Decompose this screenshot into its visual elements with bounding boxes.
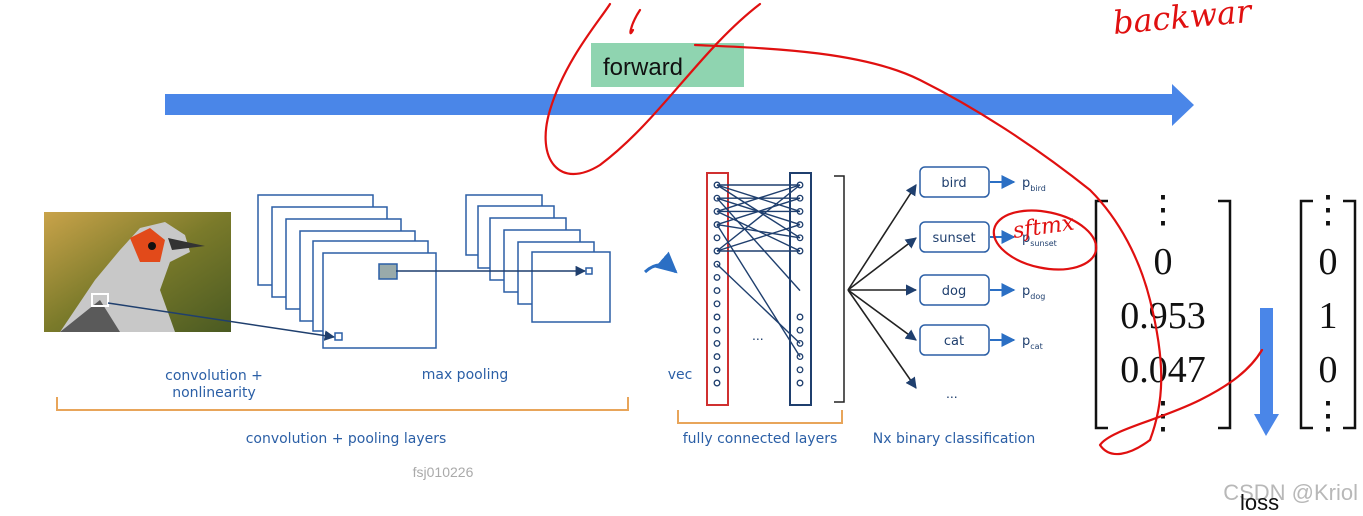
fc-node-input xyxy=(713,379,721,387)
conv-feature-maps xyxy=(257,194,437,349)
svg-text:0: 0 xyxy=(1319,241,1338,283)
class-box-dog: dog pdog xyxy=(919,274,1045,306)
fc-node-hidden xyxy=(796,313,804,321)
label-vec: vec xyxy=(668,367,693,383)
class-box-bird: bird pbird xyxy=(919,166,1046,198)
svg-text:pcat: pcat xyxy=(1022,334,1043,351)
author-mark: fsj010226 xyxy=(413,464,474,480)
target-vector: ⋮ 0 1 0 ⋮ xyxy=(1299,189,1357,437)
fc-node-hidden xyxy=(796,366,804,374)
svg-text:0.953: 0.953 xyxy=(1120,295,1206,337)
svg-text:sunset: sunset xyxy=(932,231,975,246)
fc-edge xyxy=(716,223,801,239)
svg-text:⋮: ⋮ xyxy=(1309,395,1347,437)
label-binary-classification: Nx binary classification xyxy=(873,431,1035,447)
bracket-conv-pool xyxy=(56,397,629,411)
fc-ellipsis: ... xyxy=(752,327,764,343)
watermark: CSDN @Kriol xyxy=(1223,480,1358,505)
fc-edge xyxy=(716,184,801,252)
fc-node-input xyxy=(713,273,721,281)
input-image xyxy=(44,212,231,332)
fc-node-hidden xyxy=(796,379,804,387)
fc-edge xyxy=(716,197,801,226)
handwritten-softmax: sftmx xyxy=(1011,211,1076,244)
fc-node-input xyxy=(713,339,721,347)
label-nonlinearity: nonlinearity xyxy=(172,385,256,401)
pooling-feature-maps xyxy=(465,194,611,323)
forward-label: forward xyxy=(603,54,683,81)
class-box-cat: cat pcat xyxy=(919,324,1043,356)
svg-text:0: 0 xyxy=(1319,349,1338,391)
fc-node-input xyxy=(713,313,721,321)
loss-label: loss xyxy=(1240,490,1279,515)
classification-fan xyxy=(847,184,918,389)
label-conv-pool-layers: convolution + pooling layers xyxy=(246,431,447,447)
fc-edge xyxy=(716,184,801,213)
svg-text:cat: cat xyxy=(944,334,964,349)
fc-edge xyxy=(716,197,801,292)
fc-node-input xyxy=(713,287,721,295)
fully-connected-layers xyxy=(706,172,845,406)
fc-node-input xyxy=(713,300,721,308)
bracket-fc xyxy=(677,410,843,424)
svg-text:1: 1 xyxy=(1319,295,1338,337)
forward-label-box xyxy=(591,43,744,87)
fc-node-input xyxy=(713,353,721,361)
label-fully-connected: fully connected layers xyxy=(683,431,838,447)
svg-text:⋮: ⋮ xyxy=(1309,189,1347,231)
class-box-sunset: sunset psunset xyxy=(919,221,1057,253)
svg-text:0.047: 0.047 xyxy=(1120,349,1206,391)
svg-text:⋮: ⋮ xyxy=(1144,189,1182,231)
label-convolution: convolution + xyxy=(165,368,263,384)
handwritten-backward: backwar xyxy=(1111,0,1254,42)
fc-node-input xyxy=(713,326,721,334)
fc-edge xyxy=(716,224,801,357)
svg-text:pbird: pbird xyxy=(1022,176,1046,193)
prediction-vector: ⋮ 0 0.953 0.047 ⋮ xyxy=(1094,189,1232,437)
label-max-pooling: max pooling xyxy=(422,367,509,383)
fc-edge xyxy=(716,223,801,252)
fc-edge xyxy=(716,263,801,344)
class-ellipsis: ... xyxy=(946,385,958,401)
conv-connection xyxy=(107,302,336,341)
svg-text:bird: bird xyxy=(941,176,966,191)
forward-arrow xyxy=(165,84,1194,126)
flatten-arrow xyxy=(643,251,678,274)
svg-text:pdog: pdog xyxy=(1022,284,1045,301)
fc-node-hidden xyxy=(796,326,804,334)
svg-text:0: 0 xyxy=(1154,241,1173,283)
fc-node-input xyxy=(713,366,721,374)
fc-node-input xyxy=(713,234,721,242)
loss-arrow xyxy=(1254,308,1279,436)
svg-text:dog: dog xyxy=(942,284,966,299)
svg-text:psunset: psunset xyxy=(1022,231,1057,248)
